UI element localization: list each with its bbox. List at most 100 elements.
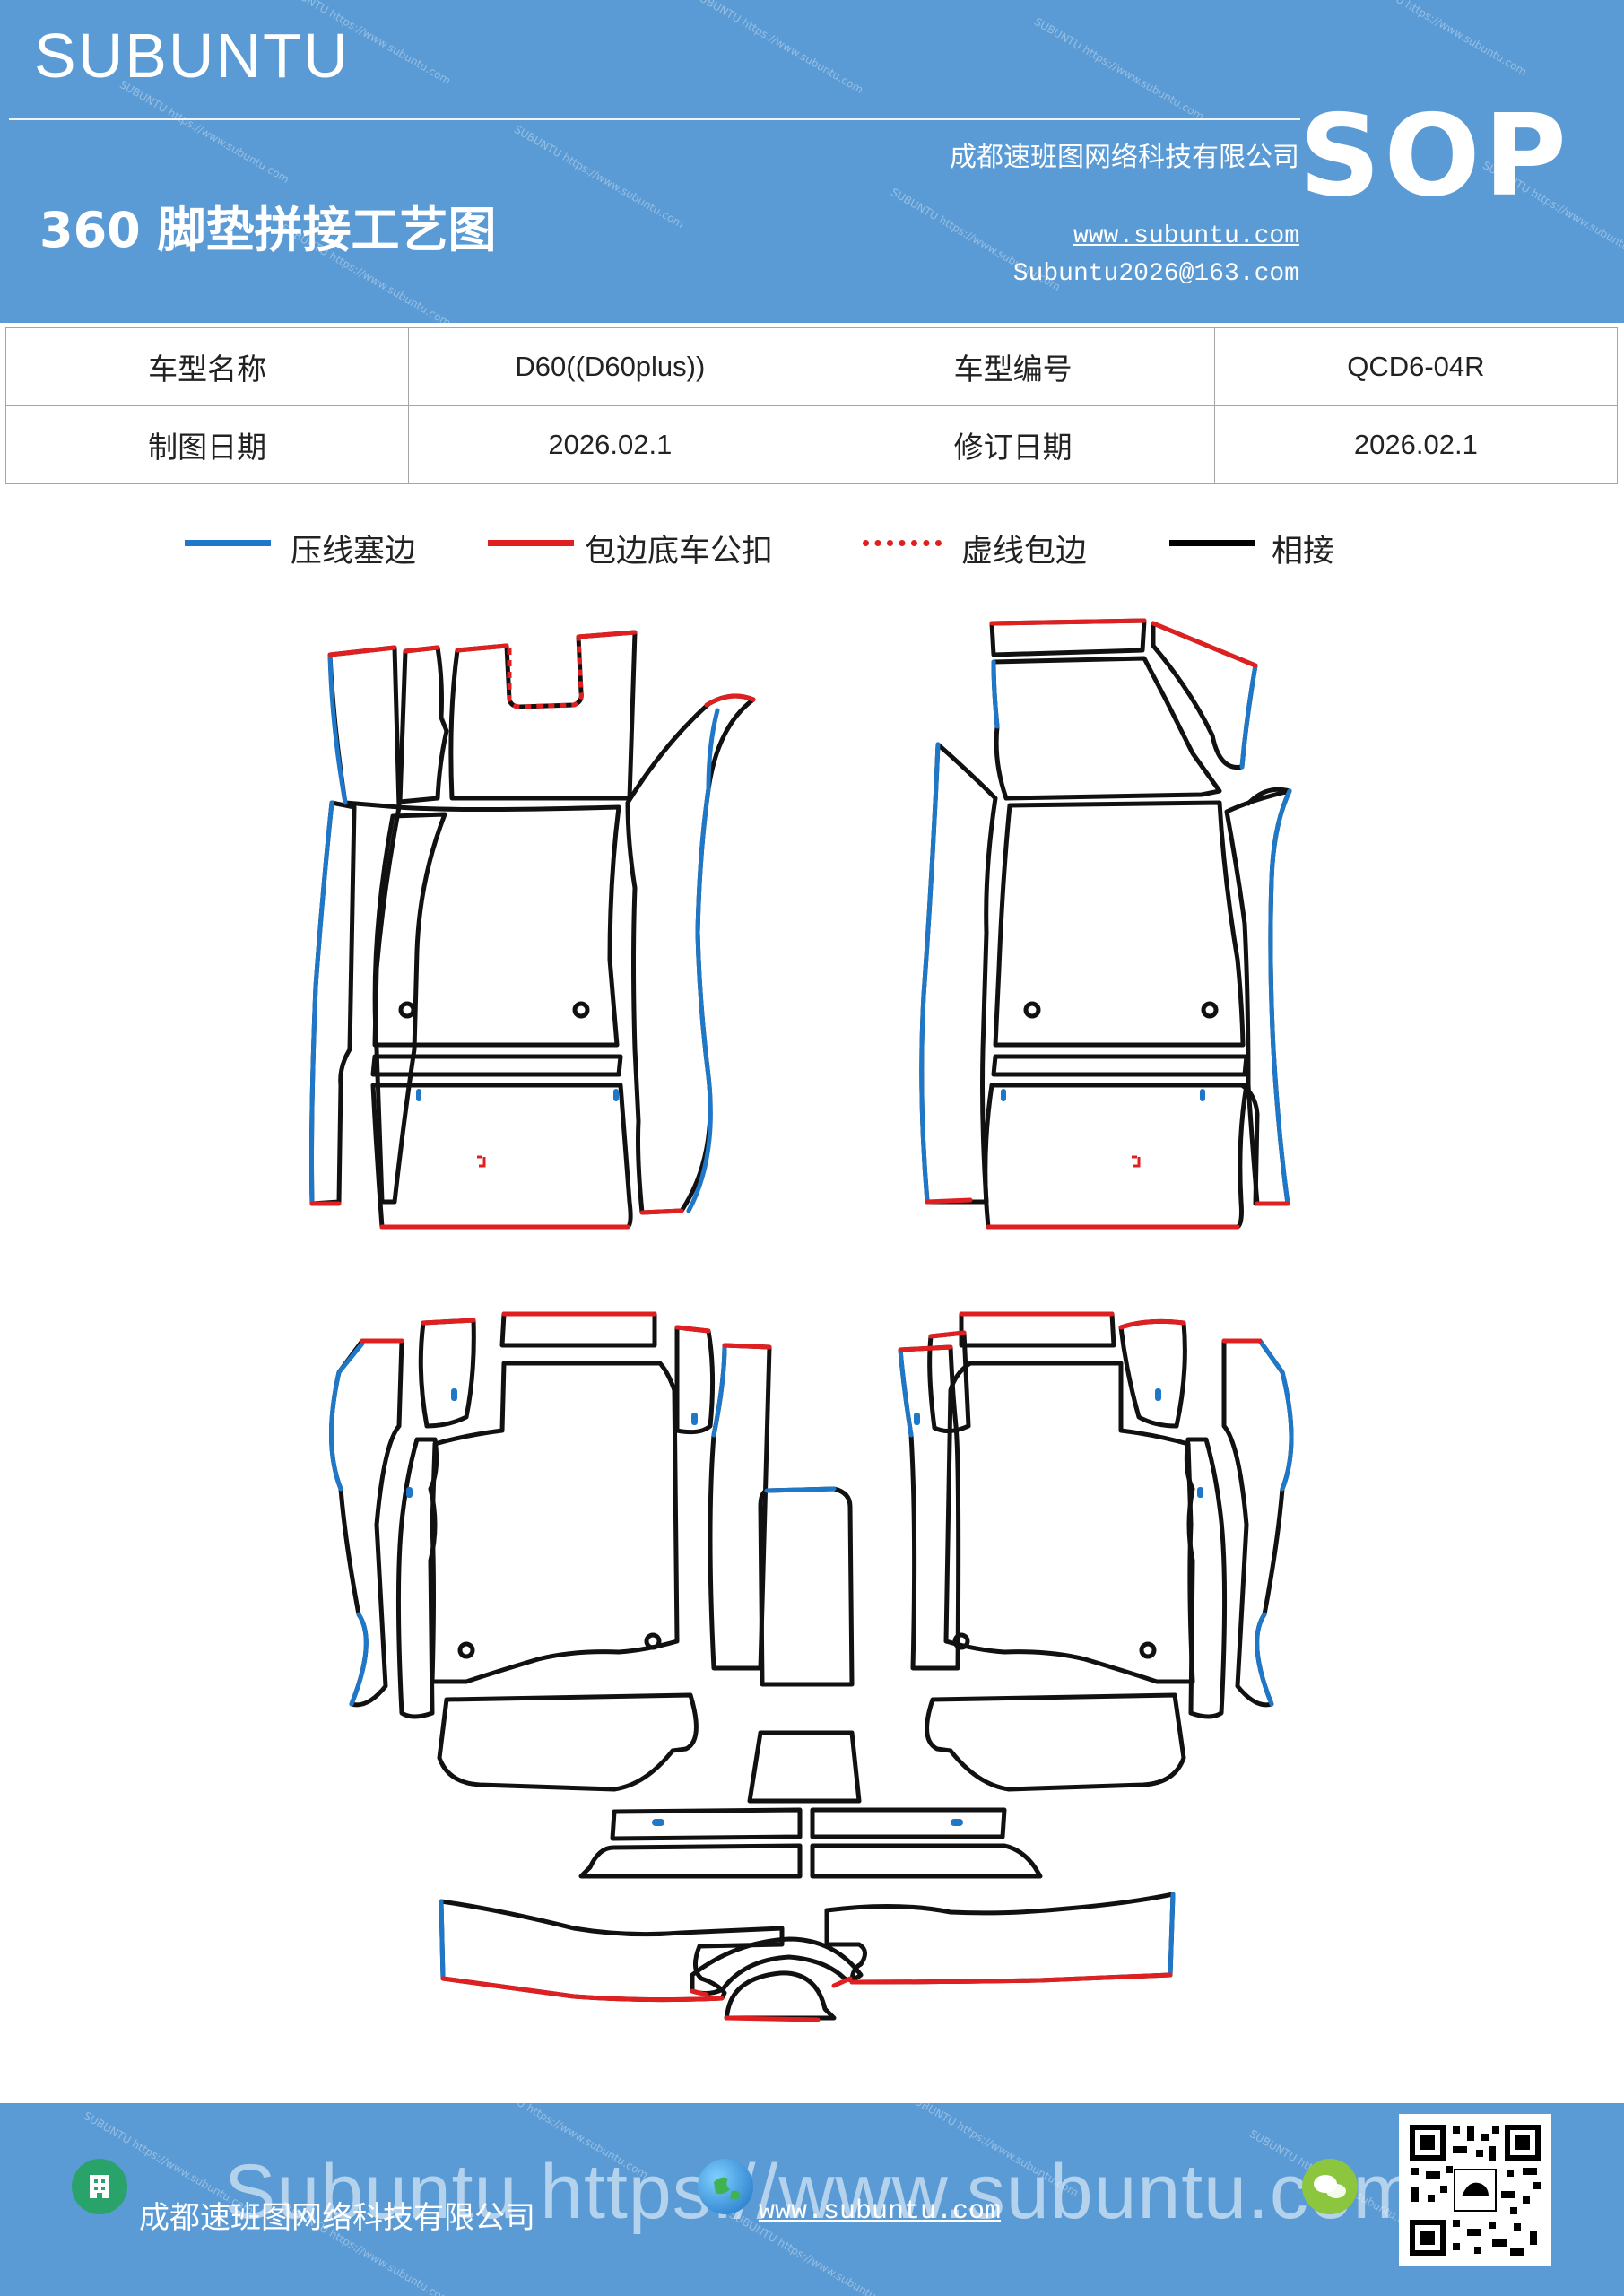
wrap-edge	[639, 1208, 684, 1215]
globe-icon	[698, 2159, 753, 2214]
press-edge	[919, 742, 941, 1205]
clip-hole	[398, 1001, 416, 1019]
mat-piece	[993, 800, 1246, 1048]
wrap-edge	[440, 1976, 725, 2003]
mat-piece	[430, 1361, 680, 1684]
wrap-edge	[724, 2015, 821, 2022]
press-edge	[327, 652, 348, 805]
wrap-edge	[722, 1343, 772, 1350]
press-edge	[764, 1486, 837, 1493]
drawing-date-value: 2026.02.1	[408, 405, 812, 484]
watermark-text: SUBUNTU https://www.subuntu.com	[1354, 0, 1529, 79]
mat-piece	[499, 1311, 657, 1348]
wrap-edge	[849, 1972, 1173, 1985]
footer-website-link[interactable]: www.subuntu.com	[759, 2196, 1002, 2227]
rear-bottom-mat	[439, 1892, 1176, 2021]
mat-piece	[1118, 1318, 1187, 1429]
legend-line	[1169, 540, 1255, 546]
rear-center-hump	[578, 1486, 1043, 1879]
clip-slot	[406, 1487, 413, 1498]
mat-piece	[927, 1330, 971, 1433]
header-divider	[9, 118, 1300, 120]
clip-slot	[416, 1089, 421, 1101]
press-edge	[1168, 1892, 1176, 1978]
wrap-edge	[1118, 1318, 1186, 1330]
revision-date-value: 2026.02.1	[1213, 405, 1619, 484]
model-name-value: D60((D60plus))	[408, 327, 812, 406]
mat-piece	[674, 1325, 716, 1435]
wrap-edge	[674, 1325, 711, 1334]
company-name: 成都速班图网络科技有限公司	[950, 142, 1299, 173]
mat-piece	[610, 1807, 803, 1841]
wrap-edge	[831, 1976, 853, 1988]
clip-slot	[1155, 1388, 1161, 1401]
drawing-date-label: 制图日期	[4, 405, 410, 484]
wrap-edge	[928, 1330, 967, 1339]
wrap-edge	[403, 645, 440, 654]
clip-hole	[572, 1001, 590, 1019]
mat-piece	[625, 693, 756, 1215]
revision-date-label: 修订日期	[811, 405, 1215, 484]
mat-piece	[925, 1692, 1186, 1792]
mat-piece	[437, 1692, 699, 1792]
clip-slot	[613, 1089, 619, 1101]
press-edge	[349, 1612, 369, 1707]
clip-slot	[914, 1413, 920, 1425]
wrap-edge	[1151, 621, 1258, 668]
wrap-edge	[989, 618, 1147, 626]
legend-line	[863, 540, 942, 546]
page-title: 360 脚垫拼接工艺图	[39, 202, 497, 258]
clip-hole	[1201, 1001, 1219, 1019]
wrap-edge	[690, 1988, 709, 1997]
press-edge	[898, 1347, 914, 1438]
legend-label: 相接	[1272, 534, 1335, 570]
mat-piece	[370, 1083, 633, 1230]
mat-piece	[578, 1843, 803, 1879]
brand-name: SUBUNTU	[34, 21, 351, 91]
mat-piece	[991, 656, 1222, 801]
clip-hole	[952, 1632, 970, 1650]
watermark-text: SUBUNTU https://www.subuntu.com	[117, 77, 291, 187]
mat-piece	[810, 1843, 1043, 1879]
mat-piece	[418, 1318, 476, 1429]
mat-piece	[1184, 1437, 1228, 1719]
mat-piece	[370, 1054, 623, 1077]
clip-slot	[652, 1819, 664, 1826]
rear-right-mat	[898, 1311, 1294, 1792]
press-edge	[439, 1899, 446, 1981]
floor-mat-diagram	[309, 618, 1294, 2022]
footer-ghost-text: Subuntu https://www.subuntu.com	[224, 2149, 1419, 2235]
front-right-mat	[919, 618, 1292, 1230]
wechat-icon	[1302, 2159, 1358, 2214]
website-link[interactable]: www.subuntu.com	[1073, 222, 1299, 250]
mat-piece	[397, 645, 449, 804]
clip-slot	[1197, 1487, 1203, 1498]
mat-piece	[959, 1311, 1116, 1348]
building-icon	[72, 2159, 127, 2214]
press-edge	[686, 708, 720, 1213]
mat-piece	[309, 800, 357, 1206]
mat-piece	[724, 1970, 837, 2021]
wrap-edge	[576, 630, 638, 639]
legend: 压线塞边 包边底车公扣 虚线包边 相接	[0, 520, 1624, 574]
wrap-edge	[327, 645, 397, 657]
wrap-edge	[704, 693, 756, 708]
mat-piece	[395, 1437, 439, 1719]
wrap-edge	[925, 1197, 973, 1205]
clip-slot	[951, 1819, 963, 1826]
footer-company: 成都速班图网络科技有限公司	[139, 2200, 535, 2236]
clip-slot	[1001, 1089, 1006, 1101]
press-edge	[1257, 1338, 1294, 1492]
mat-piece	[810, 1807, 1007, 1839]
press-edge	[309, 800, 334, 1206]
mat-piece	[372, 812, 447, 1205]
clip-hole	[1023, 1001, 1041, 1019]
model-code-value: QCD6-04R	[1213, 327, 1619, 406]
legend-label: 压线塞边	[291, 534, 417, 570]
wrap-edge	[898, 1344, 953, 1352]
clip-hole	[1139, 1641, 1157, 1659]
header-banner: SUBUNTU https://www.subuntu.com SUBUNTU …	[0, 0, 1624, 323]
mat-piece	[747, 1730, 862, 1804]
mat-piece	[448, 630, 638, 801]
table-row: 车型名称 D60((D60plus)) 车型编号 QCD6-04R	[4, 327, 1619, 406]
